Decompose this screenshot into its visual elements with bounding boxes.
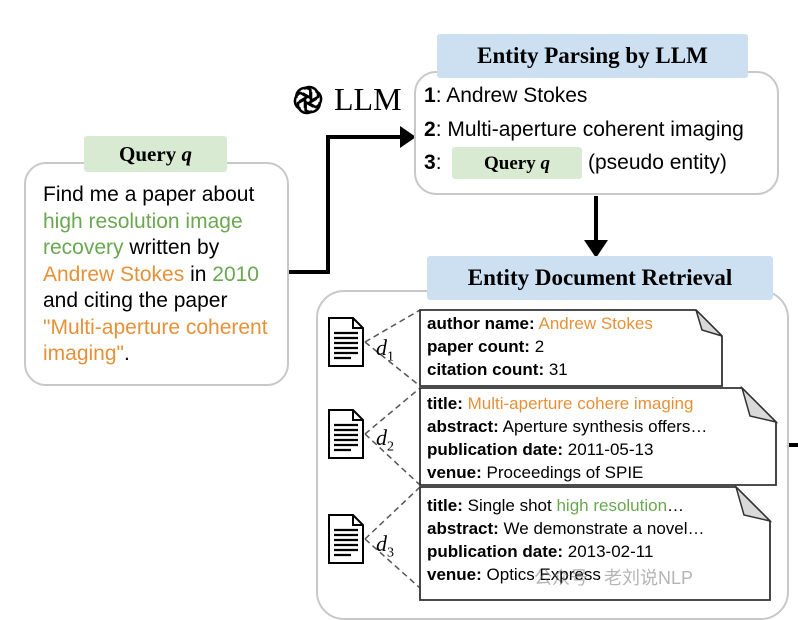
doc-field: author name: Andrew Stokes [427, 312, 653, 335]
llm-label: LLM [334, 81, 402, 117]
doc-2-text: title: Multi-aperture cohere imaging abs… [427, 392, 707, 484]
parse-item-1: 1: Andrew Stokes [424, 84, 587, 108]
doc-label-var: d [376, 335, 387, 360]
query-seg: in [184, 262, 213, 286]
doc-label-1: d1 [376, 335, 394, 365]
field-key: citation count: [427, 360, 545, 379]
doc-field: abstract: We demonstrate a novel… [427, 517, 705, 540]
field-value: 2011-05-13 [567, 440, 654, 459]
parse-item-text: : Multi-aperture coherent imaging [435, 118, 744, 141]
field-key: abstract: [427, 519, 499, 538]
query-cited-paper: "Multi-aperture coherent imaging" [43, 315, 268, 366]
field-value-ellipsis: … [667, 496, 685, 515]
doc-field: publication date: 2011-05-13 [427, 438, 707, 461]
doc-label-sub: 3 [387, 545, 394, 561]
field-value: Aperture synthesis offers… [502, 417, 708, 436]
parse-item-text: : [435, 151, 442, 174]
field-value: We demonstrate a novel… [503, 519, 705, 538]
field-key: paper count: [427, 337, 530, 356]
document-icon [328, 514, 364, 564]
pseudo-entity-tag: Query q [452, 147, 582, 179]
doc-label-var: d [376, 425, 387, 450]
document-icon [328, 317, 364, 367]
parse-item-num: 2 [424, 118, 436, 141]
field-value: Proceedings of SPIE [486, 463, 644, 482]
doc-field: publication date: 2013-02-11 [427, 540, 705, 563]
openai-logo-icon [293, 85, 323, 115]
doc-label-var: d [376, 531, 387, 556]
query-seg: Find me a paper about [43, 183, 255, 206]
field-value: Andrew Stokes [538, 314, 653, 333]
retrieval-title-tag: Entity Document Retrieval [427, 256, 773, 300]
parse-item-3: 3: [424, 151, 442, 175]
parse-item-text: : Andrew Stokes [435, 84, 588, 107]
watermark: 公众号 · 老刘说NLP [534, 568, 694, 588]
field-key: abstract: [427, 417, 499, 436]
field-value: Single shot [467, 496, 557, 515]
doc-field: abstract: Aperture synthesis offers… [427, 415, 707, 438]
query-title: Query [119, 142, 177, 166]
field-value: Multi-aperture cohere imaging [467, 394, 694, 413]
doc-label-2: d2 [376, 425, 394, 455]
query-seg: written by [123, 236, 220, 259]
field-key: publication date: [427, 542, 563, 561]
query-year: 2010 [212, 262, 259, 286]
query-text: Find me a paper about high resolution im… [43, 182, 289, 368]
doc-field: paper count: 2 [427, 335, 653, 358]
field-key: venue: [427, 463, 482, 482]
pseudo-tag-var: q [540, 153, 550, 174]
field-value: 31 [548, 360, 568, 379]
doc-card-2 [419, 387, 777, 486]
field-key: author name: [427, 314, 535, 333]
doc-field: title: Multi-aperture cohere imaging [427, 392, 707, 415]
doc-label-sub: 2 [387, 439, 394, 455]
doc-card-1 [419, 309, 723, 387]
field-value: 2 [534, 337, 545, 356]
parse-item-num: 3 [424, 151, 436, 174]
parse-item-2: 2: Multi-aperture coherent imaging [424, 118, 744, 142]
query-seg: . [124, 342, 130, 365]
field-value: 2013-02-11 [567, 542, 654, 561]
doc-field: venue: Optics Express [427, 563, 705, 586]
query-author: Andrew Stokes [43, 262, 185, 286]
field-value-highlight: high resolution [556, 496, 668, 515]
document-icon [328, 409, 364, 459]
doc-3-text: title: Single shot high resolution… abst… [427, 494, 705, 586]
field-key: title: [427, 394, 463, 413]
field-key: publication date: [427, 440, 563, 459]
query-to-llm-arrow [287, 135, 402, 274]
parsing-title: Entity Parsing by LLM [477, 43, 708, 68]
field-key: venue: [427, 565, 482, 584]
query-topic: high resolution image recovery [43, 209, 243, 260]
doc-label-sub: 1 [387, 349, 394, 365]
retrieval-title: Entity Document Retrieval [467, 265, 733, 290]
query-box [24, 162, 289, 386]
pseudo-tag-label: Query [484, 153, 536, 174]
pseudo-entity-suffix: (pseudo entity) [588, 151, 727, 174]
doc-1-text: author name: Andrew Stokes paper count: … [427, 312, 653, 381]
parsing-title-tag: Entity Parsing by LLM [437, 34, 748, 78]
field-key: title: [427, 496, 463, 515]
parse-item-num: 1 [424, 84, 436, 107]
field-value: Optics Express [486, 565, 601, 584]
query-seg: and citing the paper [43, 289, 228, 312]
query-title-tag: Query q [84, 136, 227, 172]
doc-label-3: d3 [376, 531, 394, 561]
doc-field: venue: Proceedings of SPIE [427, 461, 707, 484]
query-title-var: q [181, 142, 192, 166]
doc-field: title: Single shot high resolution… [427, 494, 705, 517]
doc-field: citation count: 31 [427, 358, 653, 381]
doc-card-3 [419, 486, 771, 601]
